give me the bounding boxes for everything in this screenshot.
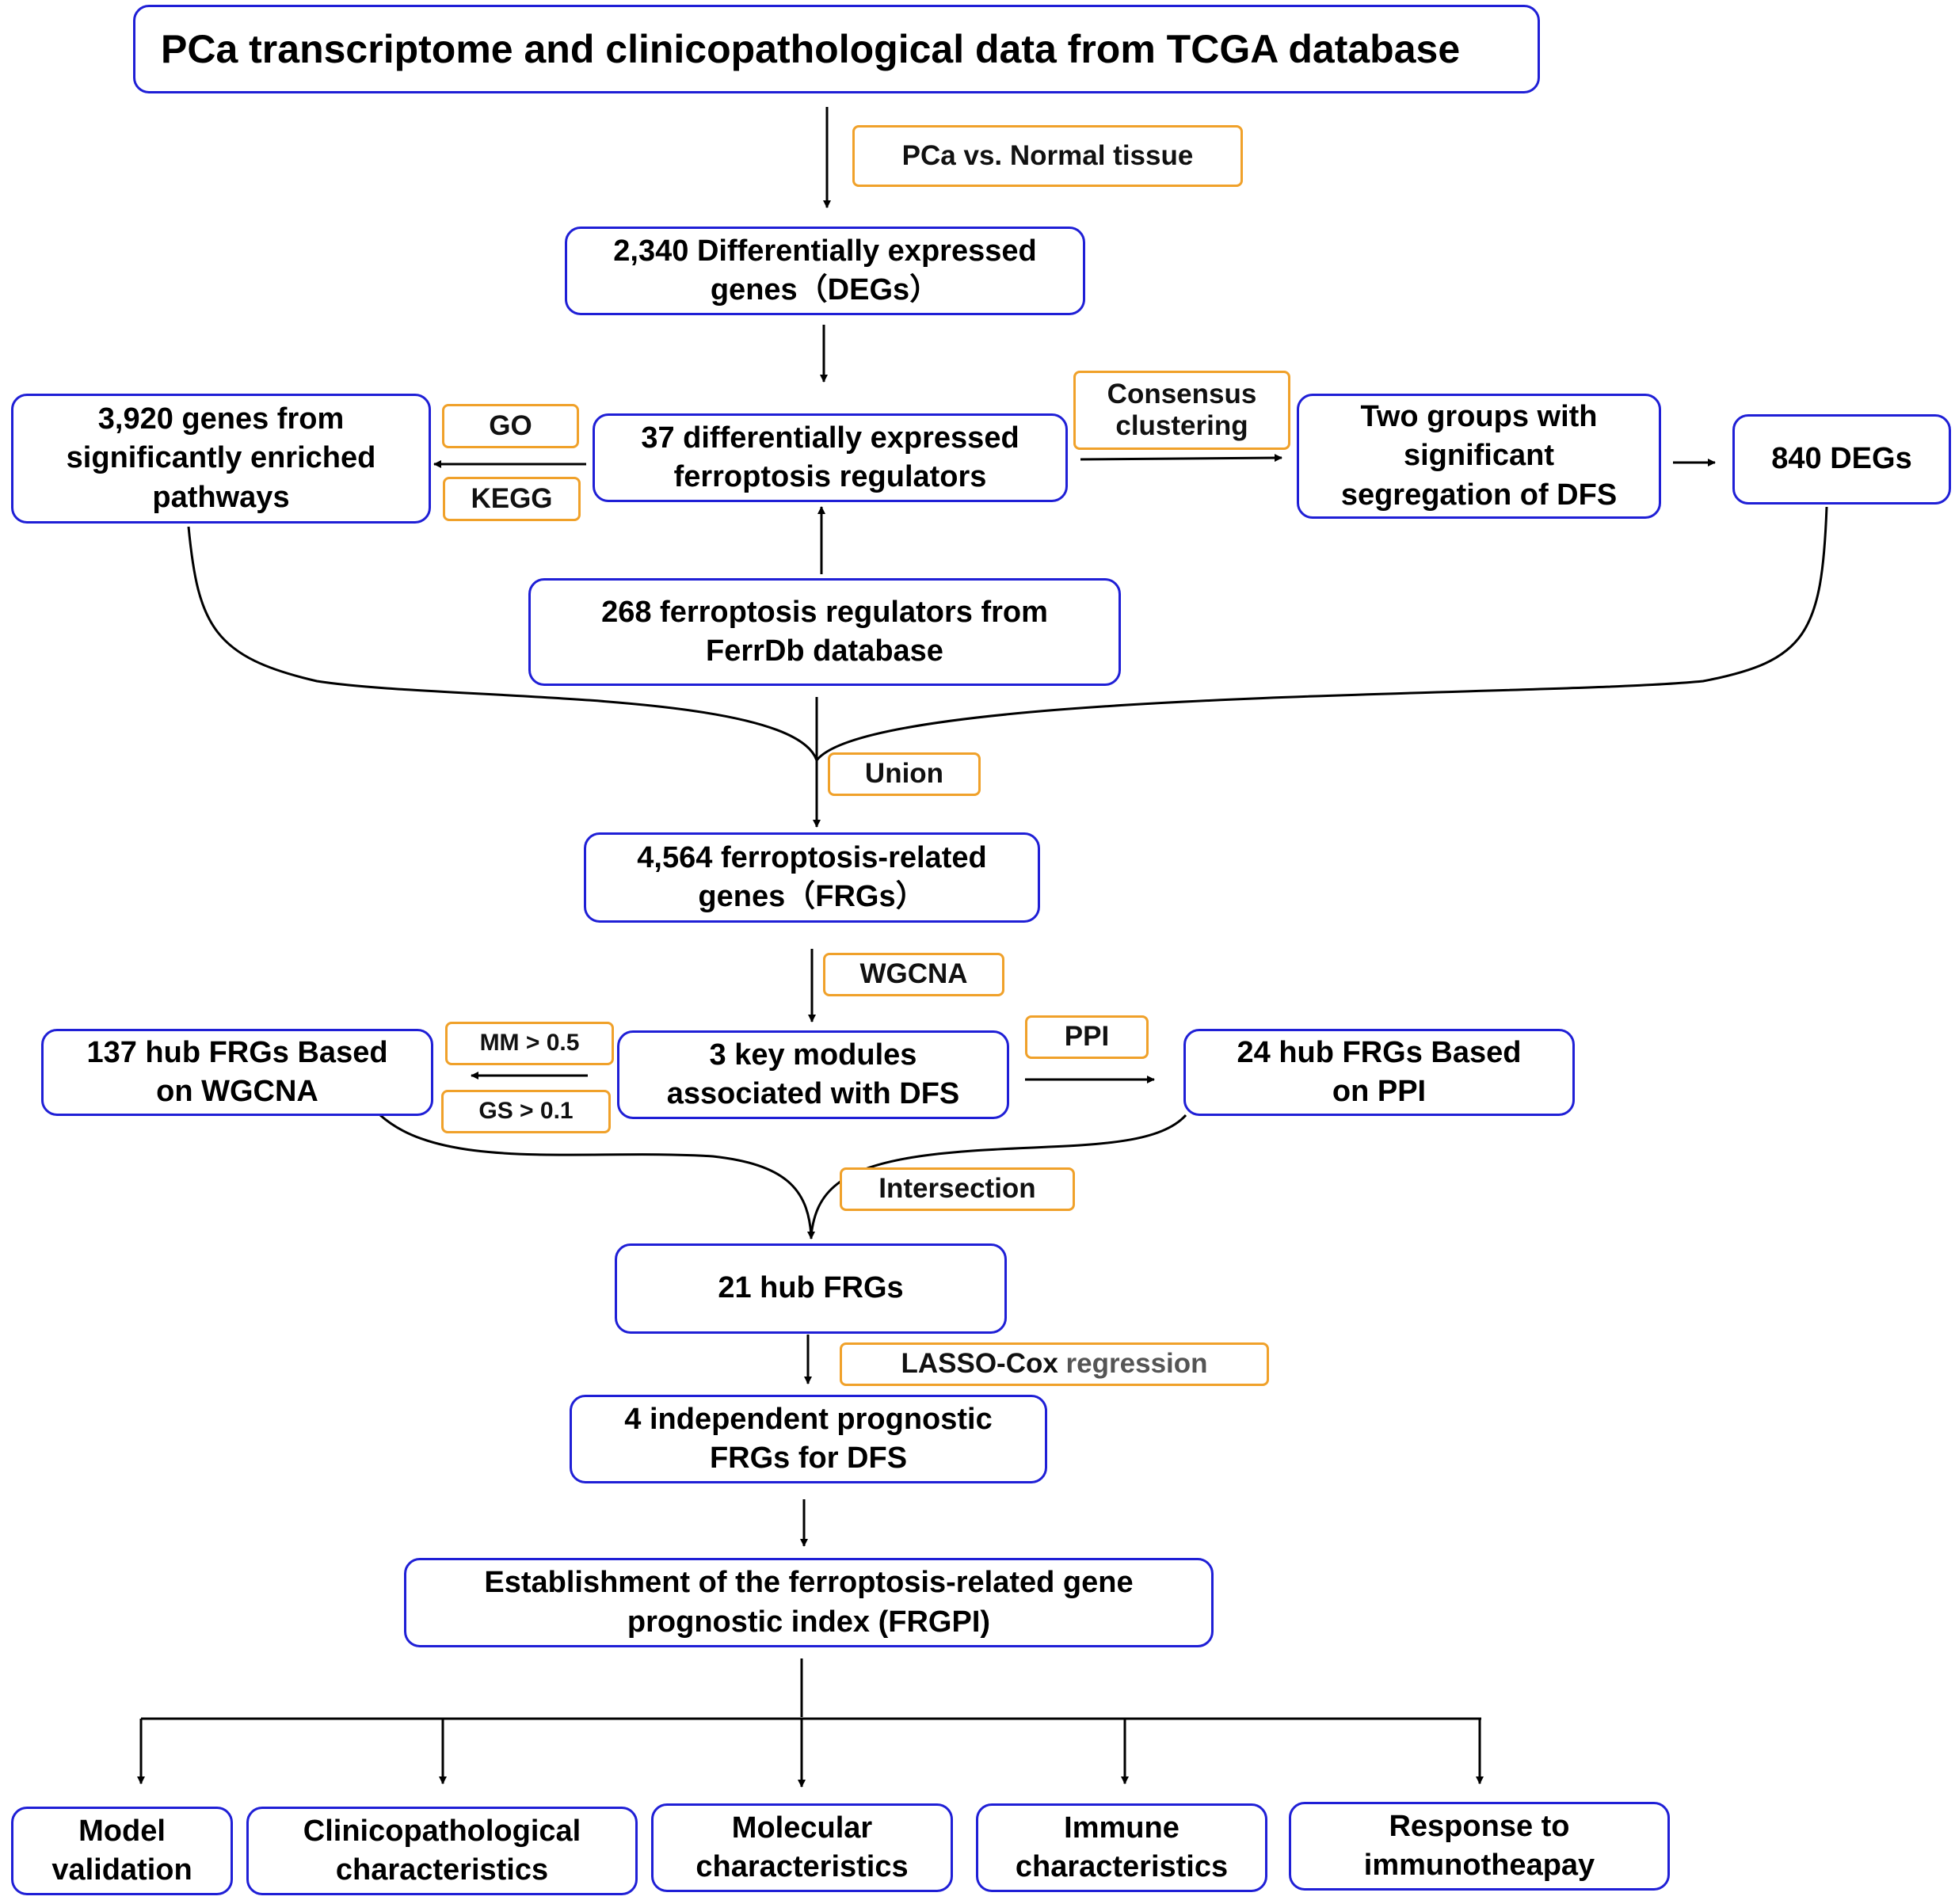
- hub-21-box: 21 hub FRGs: [615, 1243, 1007, 1334]
- arrow-regulators-to-groups: [1080, 454, 1282, 463]
- source-box: PCa transcriptome and clinicopathologica…: [133, 5, 1540, 93]
- out-model-box: Model validation: [11, 1807, 233, 1895]
- two-groups-box: Two groups with significant segregation …: [1297, 394, 1661, 519]
- out-immune-box: Immune characteristics: [976, 1803, 1267, 1892]
- tag-wgcna: WGCNA: [823, 953, 1004, 996]
- curve-24-to-intersection: [810, 1114, 1187, 1236]
- out-clinical-box: Clinicopathological characteristics: [246, 1807, 638, 1895]
- tag-lasso-cox-rest: regression: [1058, 1348, 1208, 1380]
- out-response-box: Response to immunotheapay: [1289, 1802, 1670, 1891]
- tag-lasso-cox-bold: LASSO-Cox: [901, 1348, 1058, 1380]
- tag-intersection: Intersection: [840, 1167, 1075, 1211]
- tag-ppi: PPI: [1025, 1015, 1149, 1059]
- out-molecular-box: Molecular characteristics: [651, 1803, 953, 1892]
- tag-consensus-clustering: Consensus clustering: [1073, 371, 1290, 450]
- hub-wgcna-box: 137 hub FRGs Based on WGCNA: [41, 1029, 433, 1116]
- tag-pca-vs-normal: PCa vs. Normal tissue: [852, 125, 1243, 187]
- tag-go: GO: [442, 404, 579, 448]
- key-modules-box: 3 key modules associated with DFS: [617, 1030, 1009, 1119]
- hub-ppi-box: 24 hub FRGs Based on PPI: [1183, 1029, 1575, 1116]
- tag-gs: GS > 0.1: [441, 1090, 611, 1133]
- ferrdb-box: 268 ferroptosis regulators from FerrDb d…: [528, 578, 1121, 686]
- de-regulators-box: 37 differentially expressed ferroptosis …: [593, 413, 1068, 502]
- frgpi-box: Establishment of the ferroptosis-related…: [404, 1558, 1214, 1647]
- tag-union: Union: [828, 752, 981, 796]
- prognostic-box: 4 independent prognostic FRGs for DFS: [570, 1395, 1047, 1483]
- enriched-genes-box: 3,920 genes from significantly enriched …: [11, 394, 431, 524]
- curve-840-to-union: [815, 506, 1828, 761]
- curve-137-to-intersection: [379, 1114, 813, 1236]
- tag-mm: MM > 0.5: [445, 1022, 614, 1065]
- degs-box: 2,340 Differentially expressed genes（DEG…: [565, 227, 1085, 315]
- tag-kegg: KEGG: [443, 477, 581, 521]
- tag-lasso-cox: LASSO-Cox regression: [840, 1342, 1269, 1386]
- frgs-box: 4,564 ferroptosis-related genes（FRGs）: [584, 832, 1040, 923]
- curve-enriched-to-union: [187, 526, 818, 761]
- degs-840-box: 840 DEGs: [1732, 414, 1951, 505]
